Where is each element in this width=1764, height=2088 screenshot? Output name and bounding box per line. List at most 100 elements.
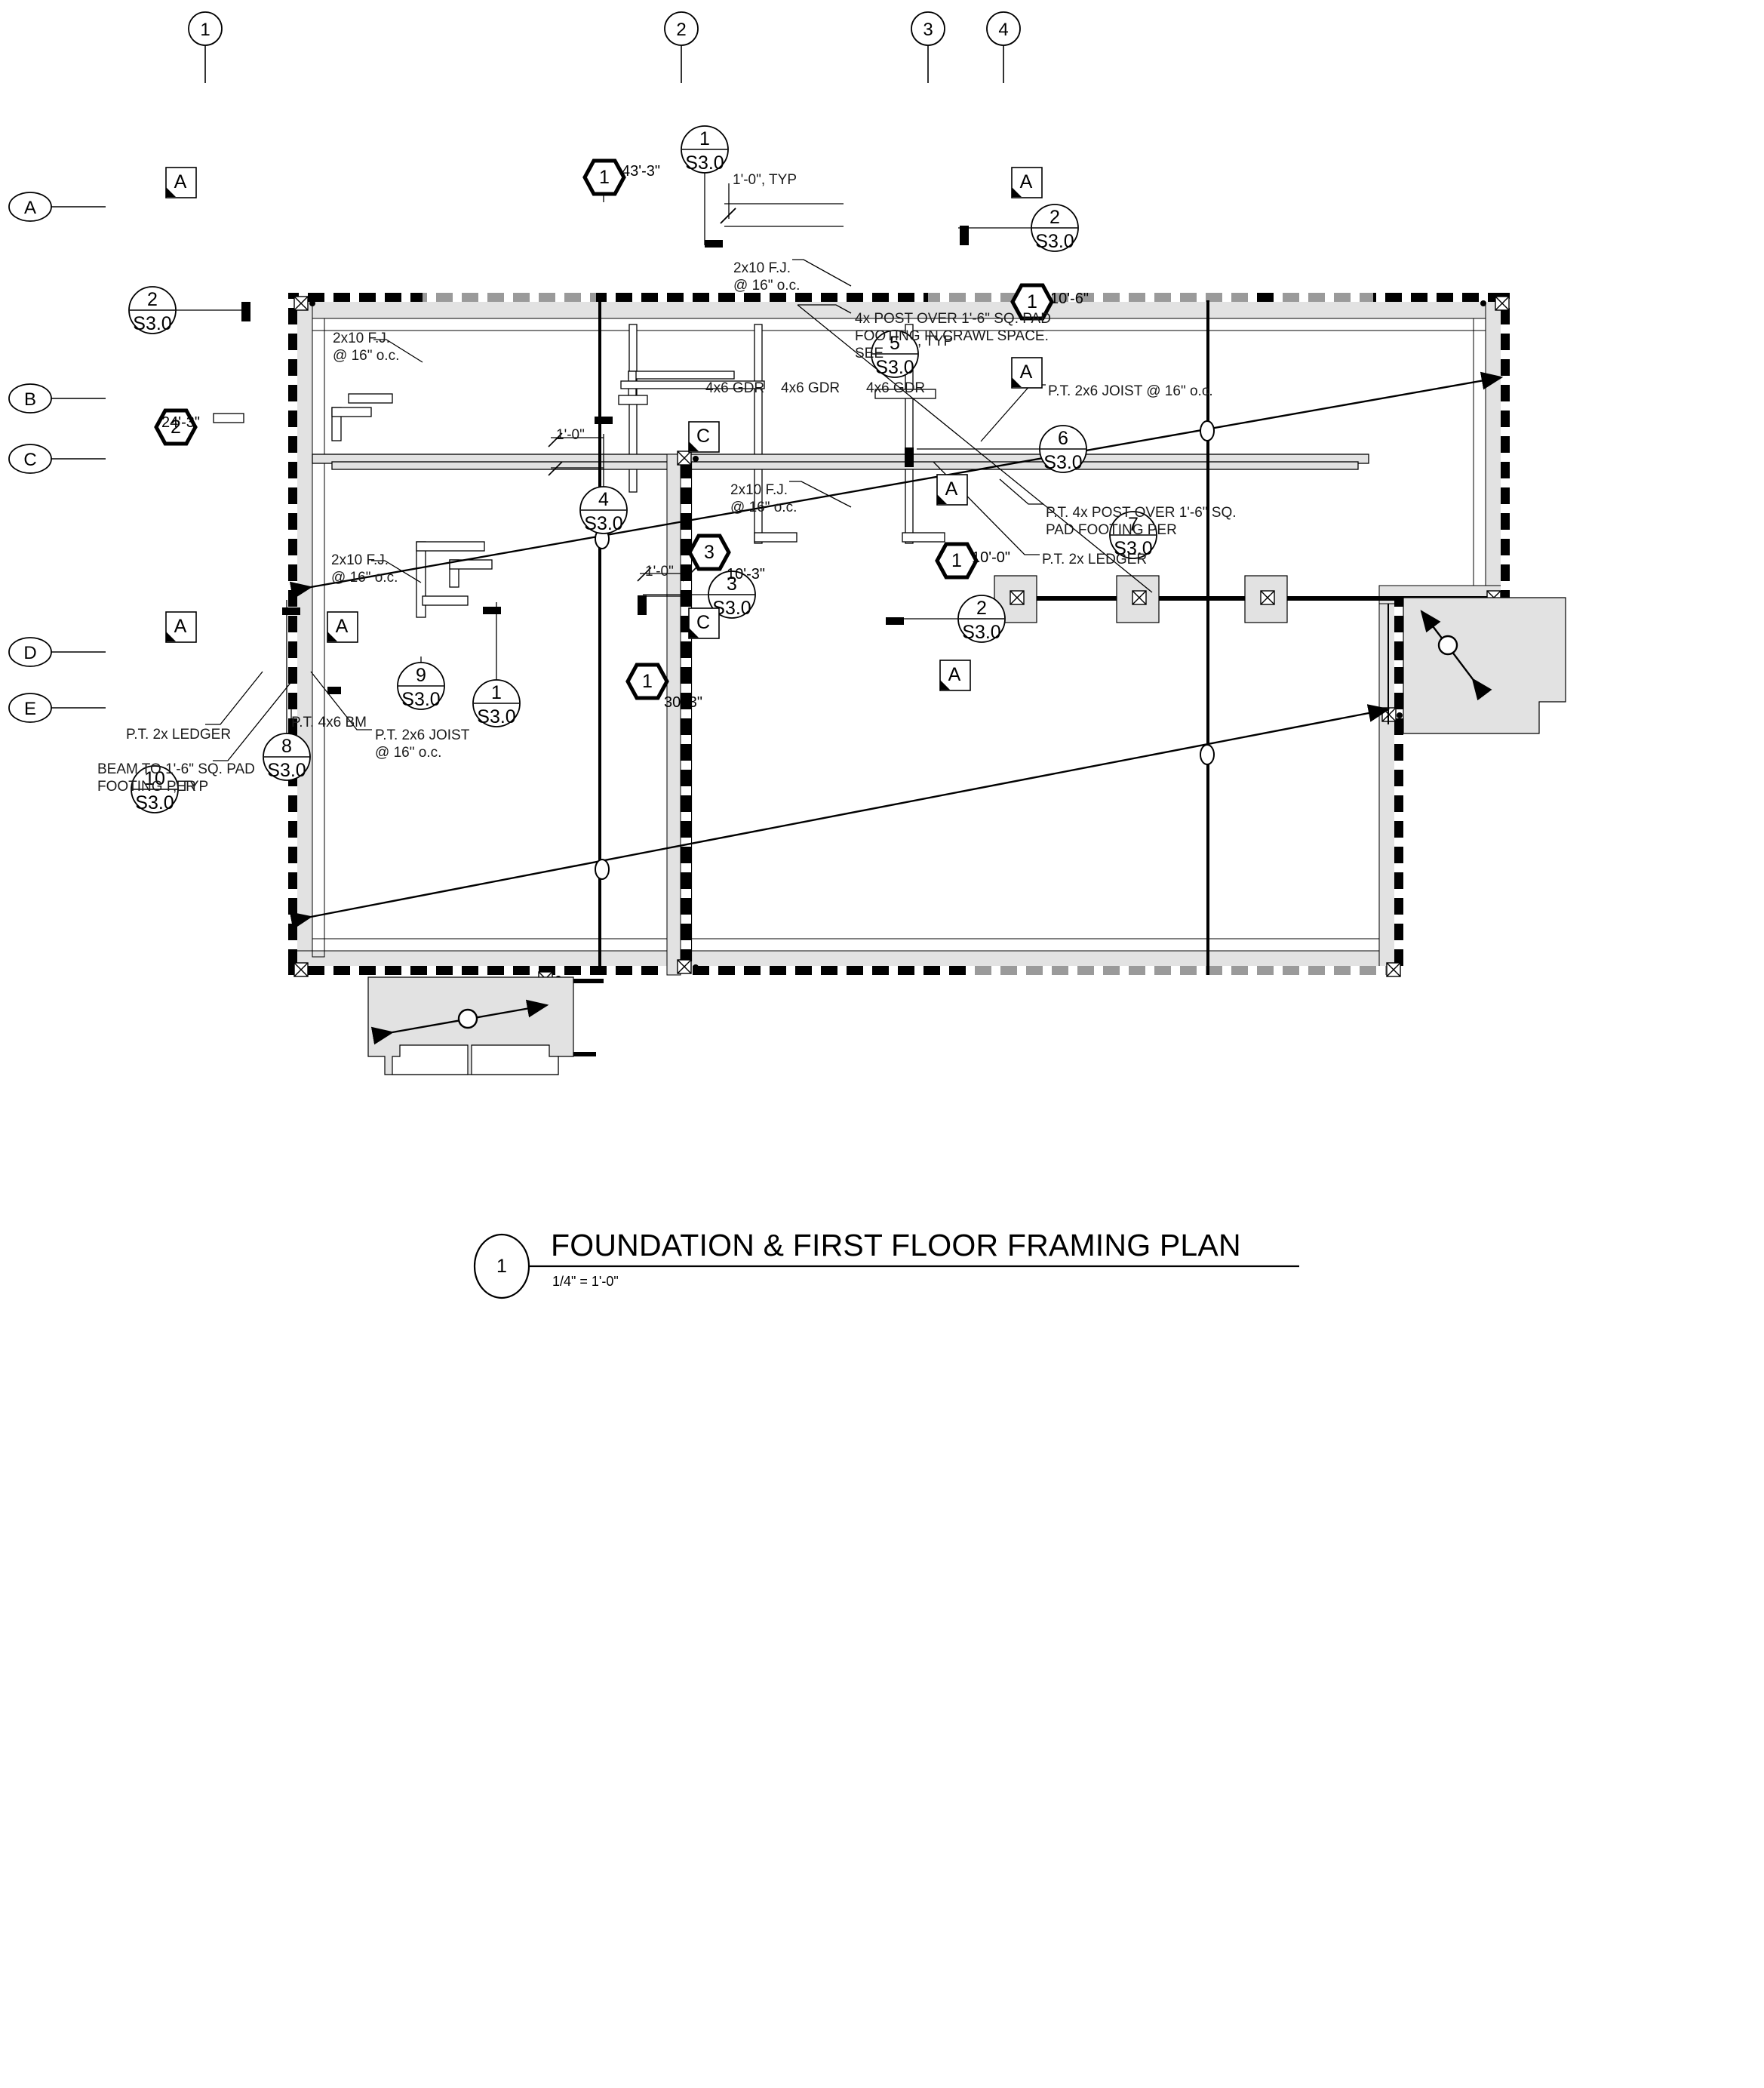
- section-marker-label: A: [1019, 171, 1033, 192]
- post-over-pad-note-line: FOOTING IN CRAWL SPACE.: [855, 328, 1049, 345]
- detail-callout-sheet: S3.0: [1035, 231, 1074, 252]
- detail-callout-sheet: S3.0: [401, 689, 441, 710]
- pt-joist-note-bottom-line: @ 16" o.c.: [375, 745, 442, 761]
- section-marker-label: A: [174, 171, 187, 192]
- grid-column-bubble-2: 2: [663, 11, 699, 47]
- detail-callout-number: 2: [976, 598, 987, 619]
- pt-joist-note-bottom: P.T. 2x6 JOIST@ 16" o.c.: [375, 727, 469, 761]
- detail-callout-number: 9: [416, 665, 426, 686]
- section-marker-A: A: [939, 660, 974, 694]
- fj-note-right-lower-line: 2x10 F.J.: [730, 482, 788, 498]
- dimension-hex-tag: 2: [154, 408, 198, 446]
- section-marker-A: A: [165, 167, 200, 201]
- section-marker-A: A: [327, 611, 361, 646]
- title-detail-number: 1: [496, 1256, 507, 1277]
- section-marker-label: A: [174, 616, 187, 637]
- dimension-hex-number: 1: [642, 671, 653, 692]
- fj-note-right-lower-line: @ 16" o.c.: [730, 500, 797, 516]
- beam-to-pad-typ-line: , TYP: [173, 779, 209, 795]
- page-title: FOUNDATION & FIRST FLOOR FRAMING PLAN: [551, 1228, 1241, 1262]
- detail-callout-sheet: S3.0: [584, 513, 623, 534]
- section-marker-label: C: [696, 612, 711, 633]
- detail-callout-number: 6: [1058, 428, 1068, 449]
- dimension-text: 10'-0": [972, 549, 1010, 566]
- framing-plan-graphics: [47, 42, 1566, 1299]
- deck-joist-node-right: [1437, 635, 1458, 656]
- pt-post-note-right-line: P.T. 4x POST OVER 1'-6" SQ.: [1046, 505, 1237, 521]
- section-marker-label: A: [1019, 361, 1033, 383]
- dimension-hex-number: 2: [171, 417, 181, 438]
- dim-1ft-low: 1'-0": [645, 563, 674, 580]
- grid-row-bubble-E: E: [8, 692, 53, 724]
- pt-ledger-note-right-line: P.T. 2x LEDGER: [1042, 552, 1148, 567]
- dimension-hex-tag: 1: [935, 542, 979, 580]
- detail-callout-sheet: S3.0: [962, 622, 1001, 643]
- gdr-label-1-line: 4x6 GDR: [705, 380, 765, 396]
- dimension-hex-tag: 1: [625, 663, 669, 700]
- grid-row-label: C: [23, 450, 37, 470]
- post-over-pad-note-line: 4x POST OVER 1'-6" SQ. PAD: [855, 311, 1051, 327]
- detail-callout-sheet: S3.0: [135, 792, 174, 813]
- detail-callout-sheet: S3.0: [477, 706, 516, 727]
- dim-1ft-low-line: 1'-0": [645, 564, 674, 580]
- beam-to-pad-typ: , TYP: [173, 778, 208, 795]
- detail-callout-sheet: S3.0: [875, 357, 914, 378]
- gdr-label-2: 4x6 GDR: [781, 380, 840, 397]
- pt-4x6-bm-note: P.T. 4x6 BM: [291, 714, 367, 731]
- detail-callout-number: 4: [598, 489, 609, 510]
- gdr-label-1: 4x6 GDR: [705, 380, 764, 397]
- section-marker-C: C: [688, 421, 723, 456]
- pt-ledger-note-right: P.T. 2x LEDGER: [1042, 551, 1147, 568]
- grid-column-label: 4: [998, 20, 1009, 40]
- detail-callout-number: 3: [727, 574, 737, 595]
- dimension-hex-tag: 3: [687, 534, 731, 571]
- dim-1ft-typ: 1'-0", TYP: [733, 171, 797, 189]
- section-marker-label: C: [696, 426, 711, 447]
- pt-ledger-note-bottom: P.T. 2x LEDGER: [126, 726, 231, 743]
- detail-callout-number: 1: [491, 682, 502, 703]
- fj-note-left-lower-line: @ 16" o.c.: [331, 570, 398, 586]
- section-marker-A: A: [1011, 357, 1046, 392]
- pt-joist-note-right-line: P.T. 2x6 JOIST @ 16" o.c.: [1048, 383, 1213, 399]
- title-rule: [473, 1233, 1299, 1299]
- section-marker-label: A: [948, 664, 961, 685]
- detail-callout-number: 5: [890, 333, 900, 354]
- dim-ticks: [548, 208, 736, 582]
- grid-row-label: E: [23, 699, 36, 719]
- drawing-scale: 1/4" = 1'-0": [552, 1274, 619, 1289]
- fj-note-left-upper-line: 2x10 F.J.: [333, 331, 391, 346]
- grid-lines: [47, 42, 1004, 709]
- grid-row-label: D: [23, 643, 37, 663]
- pt-4x6-bm-note-line: P.T. 4x6 BM: [291, 715, 367, 730]
- post-over-pad-note-line: SEE: [855, 346, 884, 362]
- pt-post-note-right-line: PAD FOOTING PER: [1046, 522, 1177, 539]
- dimension-text: 10'-6": [1050, 291, 1089, 307]
- beam-to-pad-note-line: BEAM TO 1'-6" SQ. PAD: [97, 761, 255, 777]
- fj-note-top-right-line: @ 16" o.c.: [733, 278, 801, 294]
- section-marker-C: C: [688, 607, 723, 642]
- detail-callout-sheet: S3.0: [1114, 538, 1153, 559]
- detail-callout-sheet: S3.0: [267, 760, 306, 781]
- section-marker-A: A: [1011, 167, 1046, 201]
- grid-column-label: 3: [923, 20, 933, 40]
- fj-note-left-lower-line: 2x10 F.J.: [331, 552, 389, 568]
- detail-callout-number: 2: [147, 289, 158, 310]
- pt-joist-note-right: P.T. 2x6 JOIST @ 16" o.c.: [1048, 383, 1213, 400]
- grid-row-label: A: [23, 198, 36, 218]
- dimension-hex-number: 3: [704, 542, 715, 563]
- dimension-hex-tag: 1: [582, 158, 626, 196]
- dimension-text: 30'-3": [664, 694, 702, 711]
